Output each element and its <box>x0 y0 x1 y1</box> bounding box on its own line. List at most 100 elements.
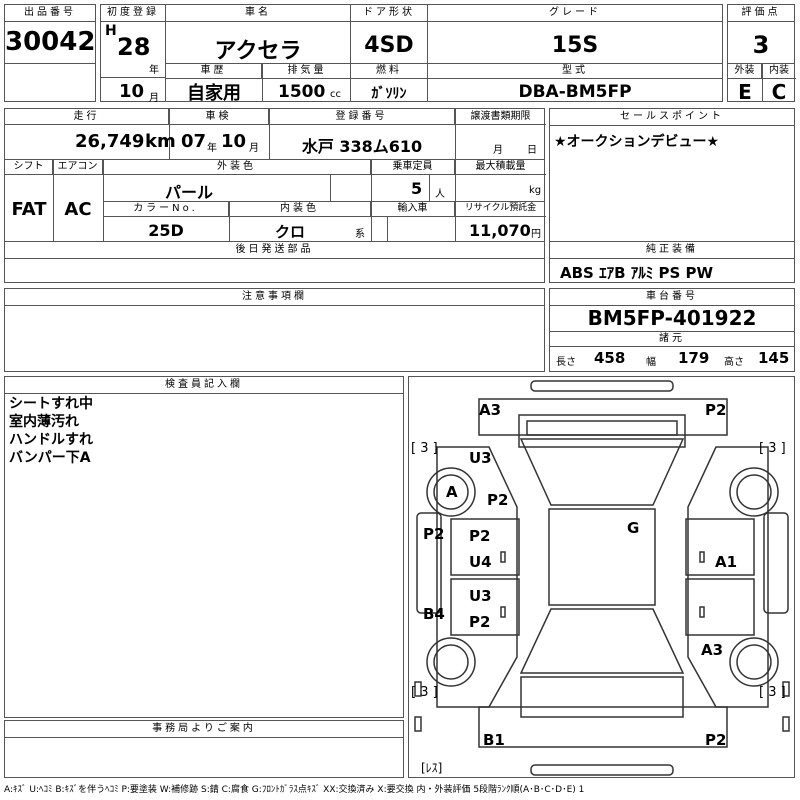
office-box: 事務局よりご案内 <box>4 720 404 778</box>
int-color-value: クロ <box>275 223 306 241</box>
sales-point-box: セールスポイント ★オークションデビュー★ <box>549 108 795 242</box>
inspection-month-unit: 月 <box>249 143 259 154</box>
chassis-value: BM5FP-401922 <box>587 306 757 330</box>
first-reg-year: 28 <box>117 33 151 61</box>
door-box: ドア形状 4SD 燃料 ｶﾞｿﾘﾝ <box>350 4 428 102</box>
mileage-label: 走行 <box>5 109 169 125</box>
fuel-label: 燃料 <box>351 63 427 79</box>
recycle-value: 11,070 <box>469 221 531 240</box>
later-parts-box: 後日発送部品 <box>4 241 545 283</box>
fuel-value: ｶﾞｿﾘﾝ <box>371 86 407 102</box>
model-value: DBA-BM5FP <box>518 82 632 102</box>
displacement-value: 1500 <box>278 82 326 102</box>
plate-value: 水戸 338ム610 <box>301 137 423 156</box>
grade-box: グレード 15S 型式 DBA-BM5FP <box>427 4 723 102</box>
mileage-box: 走行 車検 登録番号 譲渡書類期限 26,749 km 07 年 10 月 水戸… <box>4 108 546 242</box>
dims-label: 諸元 <box>550 331 794 347</box>
plate-label: 登録番号 <box>269 109 455 125</box>
car-name-value: アクセラ <box>214 39 302 64</box>
genuine-value: ABS ｴｱB ｱﾙﾐ PS PW <box>560 264 714 282</box>
max-load-unit: kg <box>529 185 542 196</box>
transfer-label: 譲渡書類期限 <box>455 109 546 125</box>
res-label: [ﾚｽ] <box>421 761 443 775</box>
damage-b4: B4 <box>423 605 445 623</box>
inspector-line: バンパー下A <box>9 450 91 466</box>
chassis-box: 車台番号 BM5FP-401922 諸元 長さ 458 幅 179 高さ 145 <box>549 288 795 372</box>
damage-p2-left: P2 <box>423 525 445 543</box>
ext-grade-label: 外装 <box>728 63 762 79</box>
damage-g: G <box>627 519 640 537</box>
inspector-line: 室内薄汚れ <box>9 414 79 430</box>
displacement-label: 排気量 <box>262 63 352 79</box>
damage-u3-b: U3 <box>469 587 492 605</box>
int-color-label: 内装色 <box>229 201 371 217</box>
bracket-br: [ 3 ] <box>759 685 786 700</box>
damage-b1: B1 <box>483 731 505 749</box>
int-grade-value: C <box>771 80 787 104</box>
car-name-box: 車名 アクセラ 車歴 排気量 自家用 1500 cc <box>165 4 352 104</box>
damage-a3: A3 <box>479 401 502 419</box>
caution-box: 注意事項欄 <box>4 288 545 372</box>
first-reg-month: 10 <box>119 81 145 102</box>
bracket-bl: [ 3 ] <box>411 685 438 700</box>
capacity-unit: 人 <box>435 189 445 200</box>
mileage-value: 26,749 <box>75 131 145 152</box>
dims-hei: 145 <box>758 349 790 367</box>
first-reg-era: H <box>105 23 117 39</box>
inspection-label: 車検 <box>169 109 269 125</box>
history-label: 車歴 <box>166 63 262 79</box>
ext-color-label: 外装色 <box>103 159 371 175</box>
sales-point-label: セールスポイント <box>550 109 794 126</box>
aircon-label: エアコン <box>53 159 103 175</box>
dims-wid-label: 幅 <box>646 357 656 368</box>
inspector-box: 検査員記入欄 シートすれ中 室内薄汚れ ハンドルすれ バンパー下A <box>4 376 404 718</box>
int-grade-label: 内装 <box>762 63 796 79</box>
genuine-label: 純正装備 <box>550 242 794 259</box>
aircon-value: AC <box>64 199 92 220</box>
int-color-unit: 系 <box>355 229 365 240</box>
first-reg-month-unit: 月 <box>149 93 159 104</box>
displacement-unit: cc <box>330 89 341 100</box>
door-label: ドア形状 <box>351 5 427 22</box>
import-label: 輸入車 <box>371 201 455 217</box>
later-parts-label: 後日発送部品 <box>5 242 544 259</box>
model-label: 型式 <box>428 63 722 79</box>
transfer-month-unit: 月 <box>493 145 503 156</box>
damage-p2-br: P2 <box>705 731 727 749</box>
color-no-value: 25D <box>148 221 184 240</box>
lot-box: 出品番号 30042 <box>4 4 96 102</box>
capacity-value: 5 <box>411 179 423 198</box>
bracket-tr: [ 3 ] <box>759 441 786 456</box>
color-no-label: カラーNo. <box>103 201 229 217</box>
first-reg-box: 初度登録 H 28 年 10 月 <box>100 4 166 104</box>
grade-label: グレード <box>428 5 722 22</box>
car-outline <box>414 380 790 776</box>
chassis-label: 車台番号 <box>550 289 794 306</box>
damage-u3-a: U3 <box>469 449 492 467</box>
legend: A:ｷｽﾞ U:ﾍｺﾐ B:ｷｽﾞを伴うﾍｺﾐ P:要塗装 W:補修跡 S:錆 … <box>4 785 585 795</box>
damage-a1: A1 <box>715 553 738 571</box>
door-value: 4SD <box>364 33 414 58</box>
first-reg-year-unit: 年 <box>149 65 159 76</box>
damage-a3-right: A3 <box>701 641 724 659</box>
recycle-label: リサイクル預託金 <box>455 201 546 217</box>
ext-color-value: パール <box>165 183 214 202</box>
damage-a-wheel: A <box>446 483 458 501</box>
caution-label: 注意事項欄 <box>5 289 544 306</box>
inspector-line: ハンドルすれ <box>9 432 93 448</box>
score-label: 評価点 <box>728 5 794 22</box>
damage-p2-in2: P2 <box>469 613 491 631</box>
shift-label: シフト <box>5 159 53 175</box>
mileage-unit: km <box>145 131 176 152</box>
car-name-label: 車名 <box>166 5 350 22</box>
bracket-tl: [ 3 ] <box>411 441 438 456</box>
car-diagram: A3 P2 [ 3 ] [ 3 ] U3 A P2 G P2 P2 U4 A1 … <box>408 376 795 778</box>
sales-point-value: ★オークションデビュー★ <box>554 134 720 150</box>
damage-p2-fl: P2 <box>487 491 509 509</box>
inspector-label: 検査員記入欄 <box>5 377 403 394</box>
inspection-month: 10 <box>221 131 247 152</box>
transfer-day-unit: 日 <box>527 145 537 156</box>
max-load-label: 最大積載量 <box>455 159 546 175</box>
dims-len: 458 <box>594 349 626 367</box>
inspector-line: シートすれ中 <box>9 396 93 412</box>
